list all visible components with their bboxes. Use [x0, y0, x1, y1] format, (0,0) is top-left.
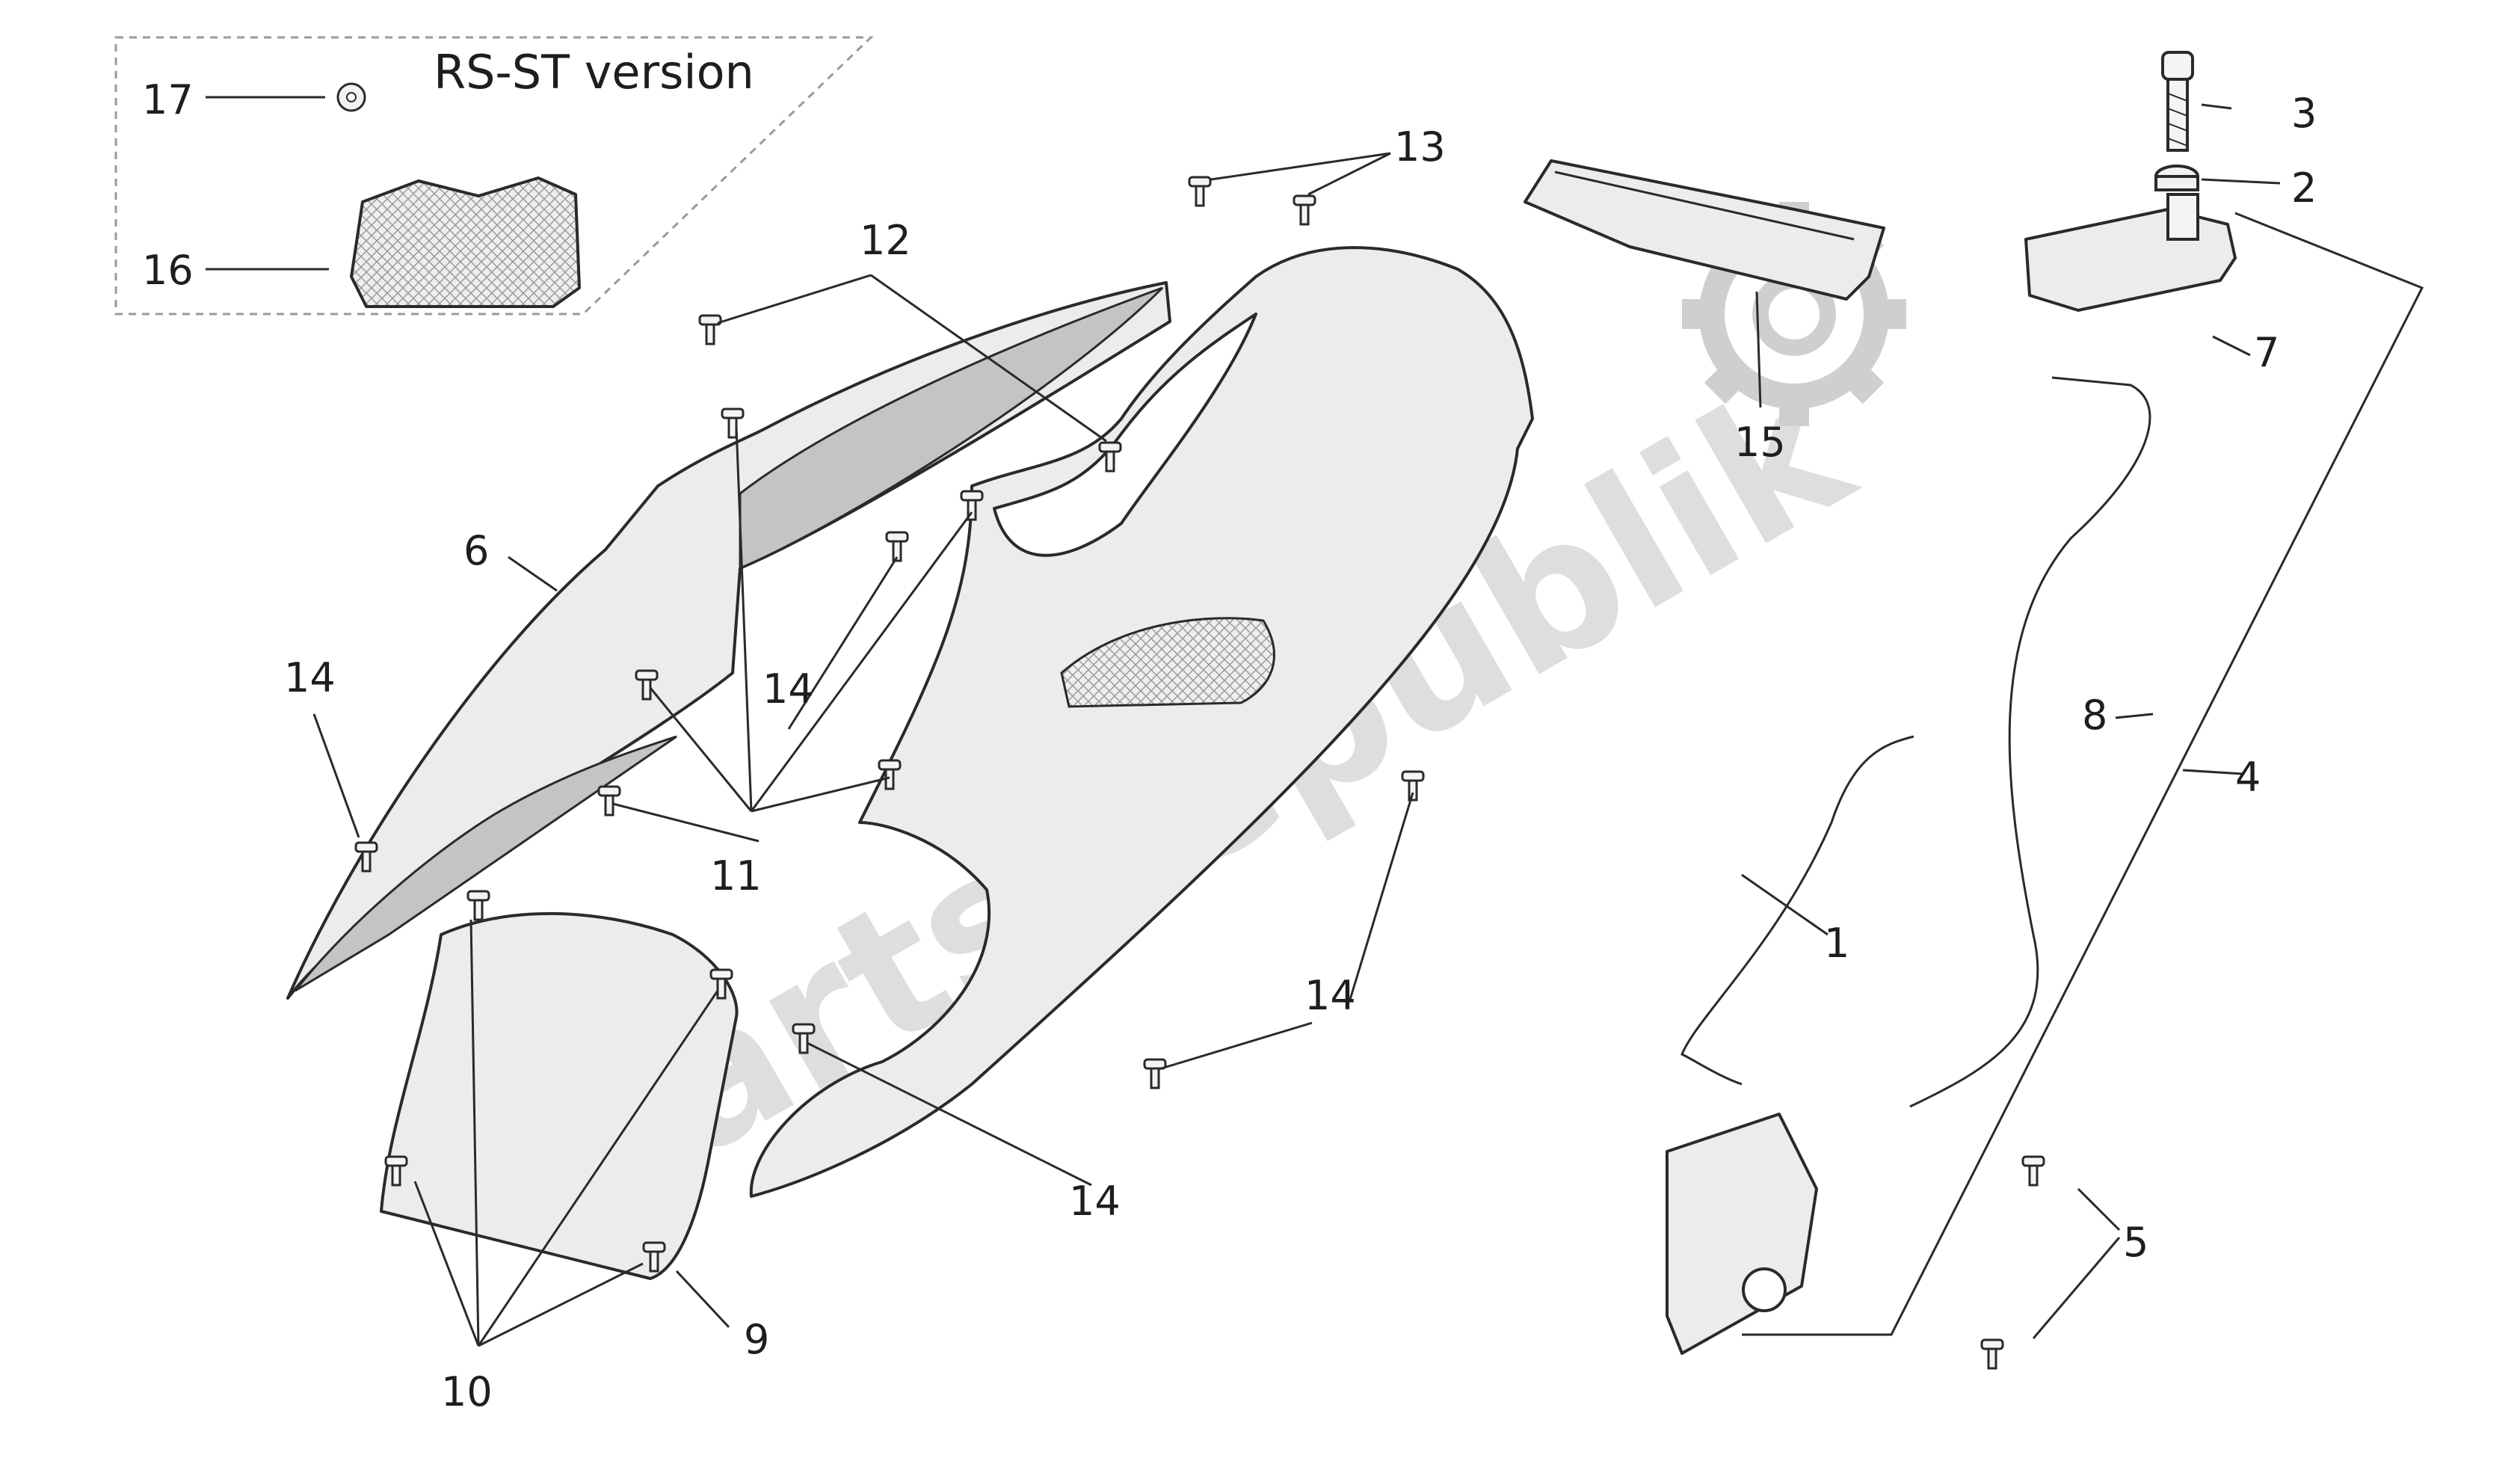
- washer-icon: [336, 82, 366, 112]
- screw-icon: [2021, 1155, 2045, 1187]
- screw-icon: [1143, 1058, 1167, 1089]
- label-14: 14: [763, 665, 814, 713]
- label-5: 5: [2123, 1219, 2148, 1266]
- lower-plate: [380, 911, 739, 1280]
- screw-icon: [466, 890, 490, 921]
- tail-fairing: [749, 246, 1534, 1198]
- label-13: 13: [1394, 123, 1446, 170]
- tail-reflector: [1060, 617, 1275, 708]
- rear-bracket: [1524, 159, 1885, 301]
- label-7: 7: [2254, 329, 2279, 376]
- screw-icon: [1188, 176, 1212, 207]
- screw-icon: [597, 785, 621, 816]
- label-12: 12: [860, 217, 911, 264]
- reflector-pad: [350, 176, 581, 308]
- screw-icon: [1293, 194, 1316, 226]
- label-9: 9: [744, 1316, 769, 1363]
- label-10: 10: [441, 1368, 493, 1415]
- seat-lock-assembly: [1666, 51, 2424, 1370]
- label-2: 2: [2291, 164, 2317, 212]
- label-16: 16: [142, 247, 194, 294]
- label-17: 17: [142, 76, 194, 123]
- washer-icon: [2154, 164, 2199, 191]
- label-11: 11: [710, 852, 762, 899]
- leader-lines: [312, 103, 2281, 1347]
- screw-icon: [721, 408, 745, 439]
- screw-icon: [1980, 1338, 2004, 1370]
- left-tail-panel: [286, 281, 1171, 1000]
- label-6: 6: [463, 527, 489, 574]
- label-14: 14: [284, 654, 336, 701]
- part-labels: 13 12 3 2 7 15 6 14 14 11 14 14 8 4 1 5 …: [284, 90, 2317, 1415]
- label-8: 8: [2082, 692, 2107, 739]
- inset-rs-st-version: RS-ST version 17 16: [114, 36, 874, 316]
- label-14: 14: [1304, 972, 1356, 1019]
- screw-icon: [885, 531, 909, 562]
- label-14: 14: [1069, 1178, 1121, 1225]
- label-15: 15: [1734, 419, 1786, 466]
- label-1: 1: [1824, 920, 1849, 967]
- label-4: 4: [2235, 754, 2261, 801]
- label-3: 3: [2291, 90, 2317, 137]
- screw-icon: [2161, 51, 2194, 152]
- screw-icon: [698, 314, 722, 345]
- inset-title: RS-ST version: [434, 45, 754, 99]
